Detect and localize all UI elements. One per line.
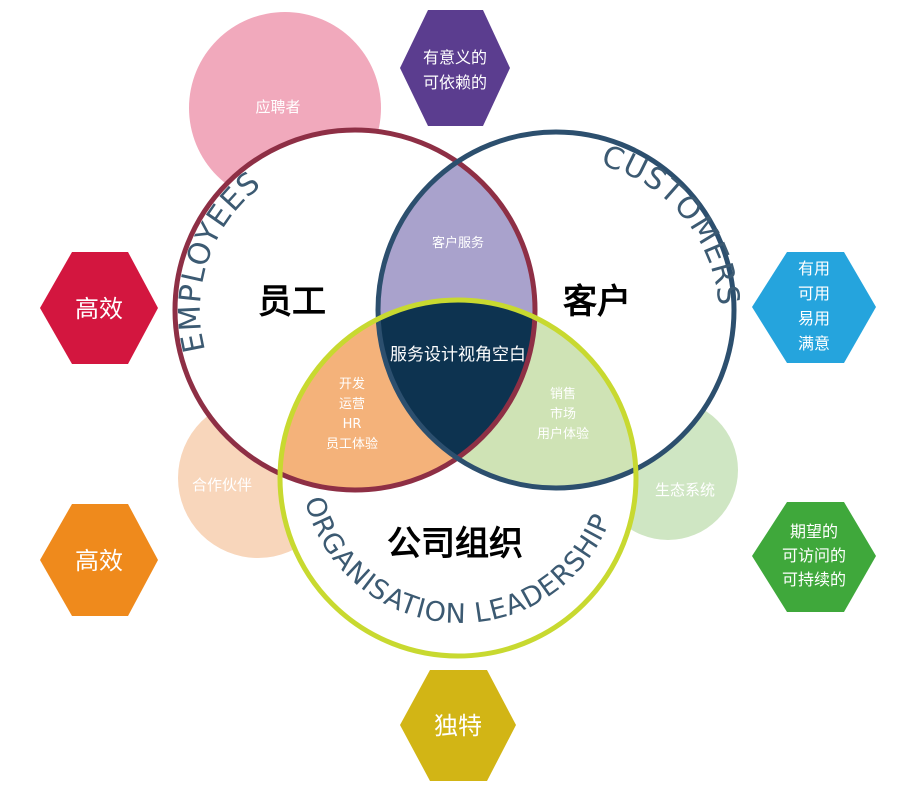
svg-text:有意义的: 有意义的 [423, 48, 487, 67]
applicants-label: 应聘者 [255, 98, 300, 116]
hexagon-top: 有意义的 可依赖的 [400, 10, 510, 126]
employees-title: 员工 [258, 282, 326, 322]
hexagon-bottom: 独特 [400, 670, 516, 781]
customers-circle [375, 129, 737, 491]
svg-text:期望的: 期望的 [790, 522, 838, 541]
svg-text:独特: 独特 [434, 712, 482, 740]
svg-text:高效: 高效 [75, 547, 123, 575]
svg-text:用户体验: 用户体验 [537, 426, 589, 442]
svg-text:可依赖的: 可依赖的 [423, 73, 487, 92]
hexagon-left-bottom: 高效 [40, 504, 158, 616]
svg-text:可持续的: 可持续的 [782, 570, 846, 589]
organisation-circle [277, 297, 639, 659]
svg-text:员工体验: 员工体验 [326, 436, 378, 452]
svg-text:HR: HR [343, 417, 362, 432]
employees-circle [172, 127, 538, 493]
svg-text:可访问的: 可访问的 [782, 546, 846, 565]
customers-title: 客户 [563, 282, 631, 322]
svg-text:有用: 有用 [798, 259, 830, 278]
svg-text:市场: 市场 [550, 406, 576, 422]
hexagon-right-top: 有用 可用 易用 满意 [752, 252, 876, 363]
employees-customers-label: 客户服务 [432, 235, 484, 251]
svg-text:销售: 销售 [550, 386, 576, 402]
ecosystem-label: 生态系统 [655, 481, 715, 499]
employees-organisation-labels: 开发 运营 HR 员工体验 [326, 376, 378, 452]
hexagon-right-bottom: 期望的 可访问的 可持续的 [752, 502, 876, 612]
svg-text:开发: 开发 [339, 376, 365, 392]
svg-text:满意: 满意 [798, 334, 830, 353]
svg-text:高效: 高效 [75, 295, 123, 323]
svg-text:运营: 运营 [339, 397, 365, 412]
svg-text:易用: 易用 [798, 309, 830, 328]
partners-label: 合作伙伴 [192, 476, 252, 494]
center-label: 服务设计视角空白 [390, 345, 526, 365]
hexagon-left-top: 高效 [40, 252, 158, 364]
svg-text:可用: 可用 [798, 284, 830, 303]
customers-organisation-labels: 销售 市场 用户体验 [537, 386, 589, 442]
organisation-title: 公司组织 [387, 524, 523, 564]
